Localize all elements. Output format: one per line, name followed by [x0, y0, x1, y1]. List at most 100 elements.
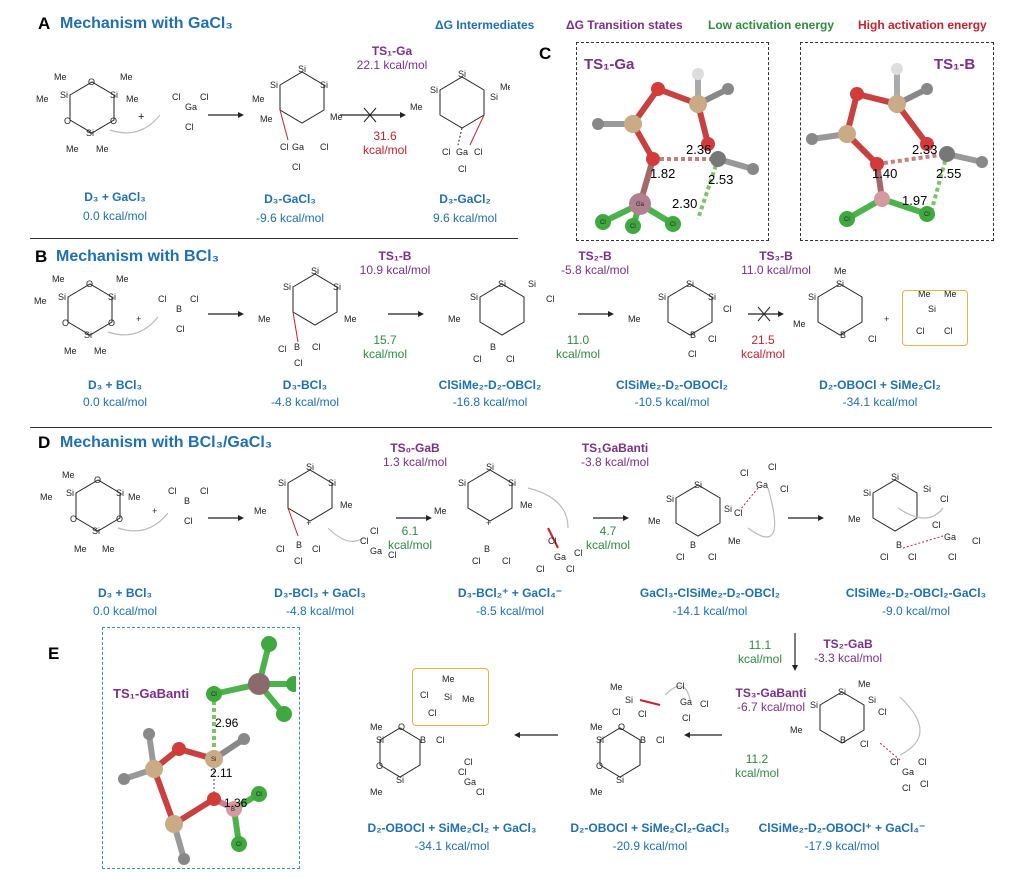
panel-e-box [102, 627, 300, 869]
d-species-5-energy: -9.0 kcal/mol [881, 604, 951, 618]
d3-gacl3-molecule [279, 71, 325, 141]
svg-text:Si: Si [311, 266, 319, 276]
svg-text:Cl: Cl [768, 462, 777, 472]
svg-text:Cl: Cl [566, 564, 575, 574]
svg-text:B: B [294, 342, 300, 352]
svg-text:Si: Si [863, 488, 871, 498]
ts1-gab-anti-label: TS₁GaBanti -3.8 kcal/mol [565, 441, 665, 469]
svg-text:Si: Si [928, 304, 936, 314]
svg-text:B: B [840, 330, 846, 340]
svg-text:Me: Me [370, 722, 383, 732]
svg-text:Me: Me [793, 319, 806, 329]
svg-text:Me: Me [410, 102, 423, 112]
d-species-7-energy: -20.9 kcal/mol [612, 839, 688, 853]
svg-text:Cl: Cl [256, 792, 262, 798]
svg-text:Cl: Cl [536, 564, 545, 574]
ts3-gab-anti-name: TS₃-GaBanti [735, 686, 807, 700]
svg-text:Cl: Cl [436, 735, 445, 745]
svg-text:Me: Me [40, 492, 53, 502]
svg-text:Cl: Cl [780, 484, 789, 494]
svg-text:Si: Si [923, 484, 931, 494]
svg-text:Cl: Cl [312, 342, 321, 352]
ts1-b-energy: 10.9 kcal/mol [359, 263, 431, 277]
svg-text:Ga: Ga [185, 102, 197, 112]
svg-text:Cl: Cl [940, 494, 949, 504]
svg-text:Cl: Cl [890, 757, 899, 767]
panel-c-letter: C [539, 44, 552, 63]
svg-text:B: B [896, 540, 902, 550]
ts1-ga-energy: 22.1 kcal/mol [356, 58, 428, 72]
svg-text:Me: Me [116, 274, 129, 284]
svg-text:Ga: Ga [756, 480, 768, 490]
svg-text:O: O [94, 475, 101, 485]
svg-text:Si: Si [616, 775, 624, 785]
svg-text:Si: Si [686, 279, 694, 289]
svg-text:Si: Si [596, 735, 604, 745]
panel-b-title: Mechanism with BCl₃ [56, 248, 219, 265]
svg-text:Cl: Cl [708, 334, 717, 344]
b-ea-3: 21.5 kcal/mol [733, 333, 793, 361]
svg-text:Ga: Ga [944, 532, 956, 542]
svg-text:Me: Me [834, 266, 847, 276]
svg-text:+: + [306, 518, 311, 528]
svg-text:Si: Si [86, 128, 94, 138]
d-ea-1-unit: kcal/mol [387, 538, 432, 552]
b-species-5-energy: -34.1 kcal/mol [842, 395, 918, 409]
legend-low-activation: Low activation energy [708, 18, 835, 32]
svg-text:Cl: Cl [920, 779, 929, 789]
svg-text:Cl: Cl [708, 552, 717, 562]
svg-text:Me: Me [344, 314, 357, 324]
d-ea-4-value: 11.2 [745, 752, 769, 766]
svg-text:Cl: Cl [458, 164, 467, 174]
d-species-6-name: ClSiMe₂-D₂-OBOCl⁺ + GaCl₄⁻ [758, 821, 926, 835]
svg-text:Cl: Cl [200, 92, 209, 102]
svg-text:Cl: Cl [476, 787, 485, 797]
svg-text:Si: Si [708, 292, 716, 302]
svg-text:Si: Si [396, 775, 404, 785]
svg-text:+: + [152, 506, 157, 516]
ts2-gab-label: TS₂-GaB -3.3 kcal/mol [808, 637, 888, 665]
ts1-ga-dist-3: 2.53 [708, 172, 734, 187]
svg-text:Si: Si [470, 292, 478, 302]
b-ea-3-value: 21.5 [751, 333, 775, 347]
svg-text:O: O [70, 514, 77, 524]
svg-text:Cl: Cl [312, 544, 321, 554]
panel-d-letter: D [38, 433, 51, 452]
ts3-b-energy: 11.0 kcal/mol [741, 263, 811, 277]
ts3-gab-anti-energy: -6.7 kcal/mol [736, 700, 806, 714]
svg-text:Me: Me [520, 500, 533, 510]
svg-text:Cl: Cl [670, 222, 676, 228]
svg-text:B: B [490, 342, 496, 352]
svg-text:Ga: Ga [680, 697, 692, 707]
b-ea-2: 11.0 kcal/mol [548, 333, 608, 361]
svg-text:B: B [176, 304, 182, 314]
svg-text:Me: Me [120, 72, 133, 82]
svg-text:Si: Si [116, 488, 124, 498]
svg-text:Cl: Cl [844, 217, 850, 223]
svg-text:O: O [62, 318, 69, 328]
svg-text:Si: Si [278, 478, 286, 488]
svg-text:Cl: Cl [276, 544, 285, 554]
svg-text:Me: Me [448, 314, 461, 324]
svg-text:Si: Si [838, 687, 846, 697]
ts2-b-name: TS₂-B [578, 249, 612, 263]
svg-text:Me: Me [126, 94, 139, 104]
b-species-3-energy: -16.8 kcal/mol [452, 395, 528, 409]
legend-intermediates: ΔG Intermediates [435, 18, 535, 32]
svg-text:Cl: Cl [278, 344, 287, 354]
panel-a-ea: 31.6 kcal/mol [355, 129, 415, 157]
svg-text:Me: Me [370, 787, 383, 797]
ts0-gab-label: TS₀-GaB 1.3 kcal/mol [365, 441, 465, 469]
svg-text:Cl: Cl [600, 220, 606, 226]
svg-text:Si: Si [58, 292, 66, 302]
a-species-3-energy: 9.6 kcal/mol [432, 211, 498, 225]
svg-text:Cl: Cl [294, 556, 303, 566]
svg-text:Cl: Cl [932, 520, 941, 530]
svg-text:Me: Me [252, 94, 265, 104]
svg-text:Cl: Cl [924, 212, 930, 218]
svg-text:Me: Me [728, 536, 741, 546]
